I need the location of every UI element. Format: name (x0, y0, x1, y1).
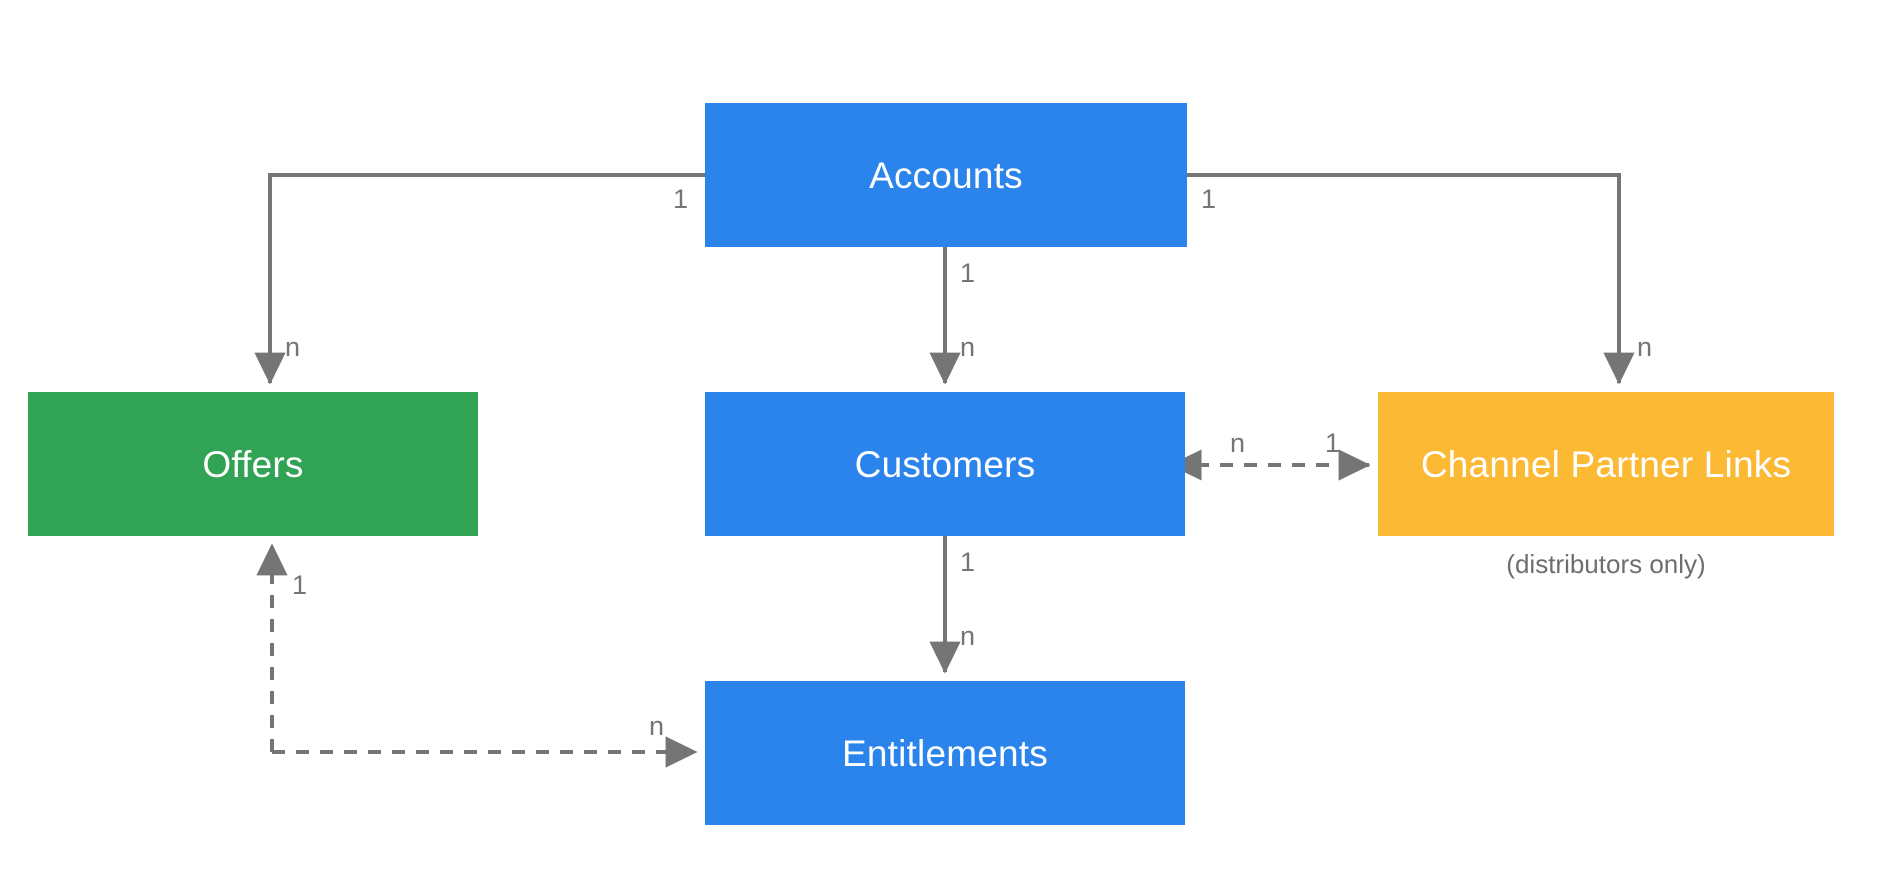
edge-label-customers-channel-partner-links-many: n (1230, 428, 1246, 458)
node-customers-label: Customers (854, 443, 1036, 485)
node-accounts[interactable]: Accounts (705, 103, 1187, 247)
channel-partner-links-caption: (distributors only) (1506, 549, 1706, 579)
edge-label-offers-entitlements-one: 1 (292, 570, 308, 600)
node-channel-partner-links-label: Channel Partner Links (1420, 443, 1792, 485)
edge-label-accounts-customers-one: 1 (960, 258, 976, 288)
node-entitlements[interactable]: Entitlements (705, 681, 1185, 825)
edge-label-offers-entitlements-many: n (649, 711, 665, 741)
node-offers[interactable]: Offers (28, 392, 478, 536)
node-channel-partner-links[interactable]: Channel Partner Links (1378, 392, 1834, 536)
node-customers[interactable]: Customers (705, 392, 1185, 536)
node-offers-label: Offers (202, 443, 304, 485)
node-accounts-label: Accounts (869, 154, 1023, 196)
edge-label-accounts-channel-partner-links-one: 1 (1201, 184, 1217, 214)
edge-accounts-to-offers (254, 173, 705, 385)
edge-label-accounts-offers-one: 1 (673, 184, 689, 214)
edge-label-customers-channel-partner-links-one: 1 (1325, 428, 1341, 458)
edge-label-accounts-offers-many: n (285, 332, 301, 362)
edge-label-accounts-customers-many: n (960, 332, 976, 362)
node-entitlements-label: Entitlements (842, 732, 1048, 774)
edge-label-customers-entitlements-one: 1 (960, 547, 976, 577)
edge-label-accounts-channel-partner-links-many: n (1637, 332, 1653, 362)
edge-accounts-to-channel-partner-links (1187, 173, 1635, 385)
edge-label-customers-entitlements-many: n (960, 621, 976, 651)
